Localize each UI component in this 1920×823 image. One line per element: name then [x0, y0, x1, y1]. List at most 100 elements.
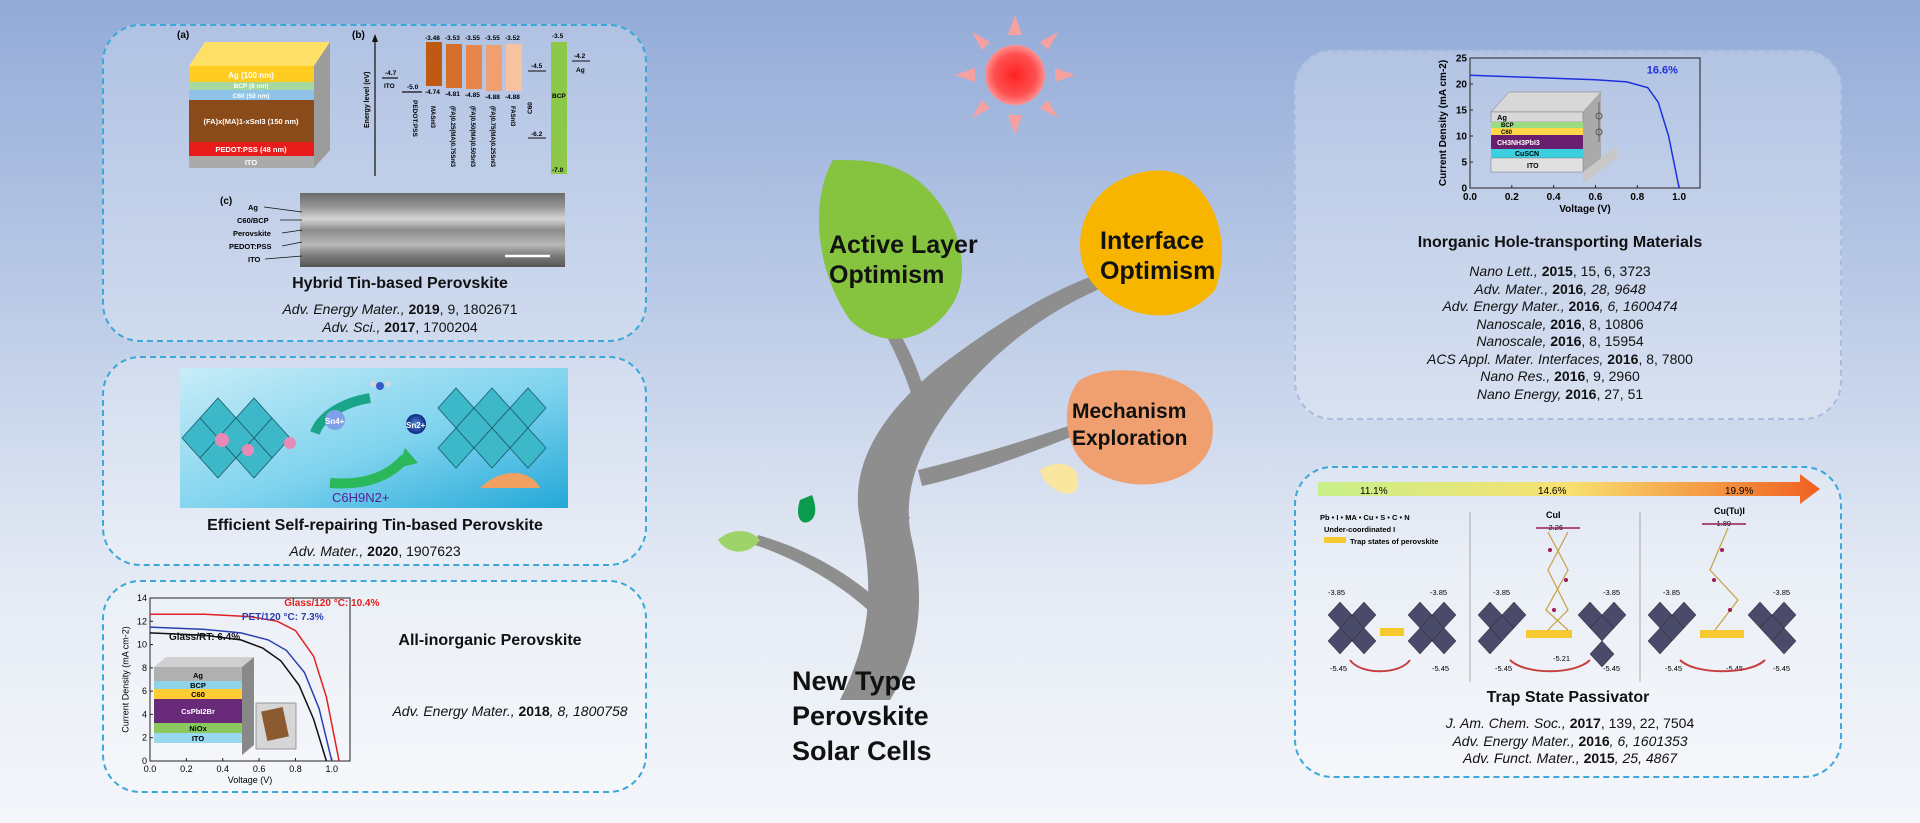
svg-text:-3.52: -3.52 — [505, 35, 520, 42]
y-tick-label: 0 — [1461, 183, 1467, 194]
svg-text:Perovskite: Perovskite — [233, 229, 271, 238]
svg-text:Ag: Ag — [193, 671, 203, 680]
sem-image — [300, 193, 565, 267]
svg-text:-3.85: -3.85 — [1430, 588, 1447, 597]
bar-masni3 — [426, 42, 442, 86]
svg-text:-3.85: -3.85 — [1493, 588, 1510, 597]
svg-text:-4.85: -4.85 — [465, 92, 480, 99]
svg-text:ITO: ITO — [248, 255, 261, 264]
label-b: (b) — [352, 30, 365, 41]
layer-ito — [1490, 157, 1584, 173]
leaf-mechanism — [1066, 370, 1213, 485]
x-axis-label: Voltage (V) — [228, 775, 273, 785]
plot-frame — [149, 597, 351, 762]
svg-text:BCP (8 nm): BCP (8 nm) — [234, 83, 269, 90]
svg-text:PEDOT:PSS (48 nm): PEDOT:PSS (48 nm) — [215, 145, 287, 154]
svg-text:ITO: ITO — [1527, 163, 1539, 170]
x-tick-label: 1.0 — [1672, 192, 1686, 203]
ref-item: Nanoscale, 2016, 8, 15954 — [1476, 333, 1644, 349]
x-tick-label: 0.0 — [144, 764, 157, 774]
panel-selfrepair-refs: Adv. Mater., 2020, 1907623 — [230, 543, 520, 561]
plot-frame — [1469, 57, 1701, 189]
svg-text:-4.81: -4.81 — [445, 91, 460, 98]
layer-pedot — [189, 142, 314, 156]
layer-niox — [154, 723, 242, 733]
tree-branch — [918, 420, 1088, 486]
bar-fa050 — [466, 45, 482, 89]
ref-item: Adv. Energy Mater., 2016, 6, 1601353 — [1452, 732, 1688, 749]
layer-ito — [189, 156, 314, 168]
x-tick-label: 0.8 — [1630, 192, 1644, 203]
svg-text:-4.7: -4.7 — [385, 70, 397, 77]
leaf-small-green — [797, 495, 816, 523]
svg-text:11.1%: 11.1% — [1360, 486, 1388, 497]
trap-state-figure: 11.1% 14.6% 19.9% Pb • I • MA • Cu • S •… — [1318, 474, 1820, 682]
ref-item: Nano Energy, 2016, 27, 51 — [1476, 385, 1644, 402]
self-repair-illustration: Sn4+ Sn2+ C6H9N2+ — [180, 368, 568, 508]
hybrid-device-stack: (a) Ag (100 nm) BCP (8 nm) C60 (50 nm) (… — [177, 30, 330, 168]
svg-text:-5.45: -5.45 — [1665, 664, 1682, 673]
leaf-small-yellow — [1040, 463, 1079, 494]
sem-cross-section: (c) Ag C60/BCP Perovskite PEDOT:PSS ITO — [220, 193, 565, 267]
svg-text:14.6%: 14.6% — [1538, 486, 1566, 497]
panel-inorganic-title: All-inorganic Perovskite — [398, 632, 582, 649]
leaf-interface-label: Interface Optimism — [1100, 227, 1216, 285]
leaf-interface — [1080, 170, 1222, 316]
panel-hybrid-refs: Adv. Energy Mater., 2019, 9, 1802671 Adv… — [250, 301, 550, 336]
y-tick-label: 25 — [1456, 53, 1468, 64]
svg-text:BCP: BCP — [190, 681, 206, 690]
y-axis-label: Current Density (mA cm-2) — [120, 626, 130, 733]
svg-text:-5.45: -5.45 — [1495, 664, 1512, 673]
series-line — [149, 626, 333, 762]
svg-text:-3.53: -3.53 — [445, 35, 460, 42]
layer-bcp — [154, 681, 242, 689]
svg-text:-7.0: -7.0 — [552, 167, 564, 174]
trap-legend-swatch — [1324, 537, 1346, 543]
y-tick-label: 15 — [1456, 105, 1468, 116]
svg-text:Sn2+: Sn2+ — [406, 421, 426, 430]
y-tick-label: 12 — [137, 616, 147, 626]
y-tick-label: 20 — [1456, 79, 1468, 90]
x-tick-label: 0.4 — [1547, 192, 1561, 203]
svg-text:Pb • I • MA • Cu • S • C • N: Pb • I • MA • Cu • S • C • N — [1320, 513, 1410, 522]
y-tick-label: 4 — [142, 709, 147, 719]
bar-bcp — [551, 42, 567, 174]
svg-text:CH3NH3PbI3: CH3NH3PbI3 — [1497, 140, 1540, 147]
svg-text:-5.0: -5.0 — [407, 84, 419, 91]
layer-ag — [189, 66, 314, 82]
svg-text:-3.85: -3.85 — [1603, 588, 1620, 597]
layer-c60 — [154, 689, 242, 699]
svg-text:C60: C60 — [1501, 130, 1513, 136]
svg-text:-5.45: -5.45 — [1432, 664, 1449, 673]
htm-device-stack: Ag BCP C60 CH3NH3PbI3 CuSCN ITO — [1490, 91, 1617, 184]
tree-trunk — [840, 270, 1116, 700]
layer-c60 — [1491, 128, 1583, 135]
ref-item: Adv. Energy Mater., 2018, 8, 1800758 — [392, 703, 628, 719]
svg-text:Ag: Ag — [576, 67, 585, 74]
series-data-label: Glass/RT: 6.4% — [169, 632, 240, 643]
y-tick-label: 2 — [142, 733, 147, 743]
y-tick-label: 10 — [137, 640, 147, 650]
x-tick-label: 0.6 — [1589, 192, 1603, 203]
svg-text:Energy level (eV): Energy level (eV) — [364, 72, 371, 128]
svg-text:C60: C60 — [191, 690, 205, 699]
series-line — [149, 632, 328, 762]
ref-item: Adv. Mater., 2020, 1907623 — [289, 543, 461, 559]
layer-bcp — [189, 82, 314, 90]
y-tick-label: 0 — [142, 756, 147, 766]
svg-text:C60 (50 nm): C60 (50 nm) — [233, 93, 270, 100]
layer-perovskite — [189, 100, 314, 142]
ref-item: Adv. Mater., 2016, 28, 9648 — [1474, 280, 1646, 297]
svg-text:C6H9N2+: C6H9N2+ — [332, 490, 389, 505]
svg-text:-5.45: -5.45 — [1603, 664, 1620, 673]
svg-text:-5.45: -5.45 — [1726, 664, 1743, 673]
svg-text:-3.48: -3.48 — [425, 35, 440, 42]
y-tick-label: 8 — [142, 663, 147, 673]
svg-text:-3.85: -3.85 — [1773, 588, 1790, 597]
svg-text:ITO: ITO — [192, 734, 205, 743]
svg-text:-3.55: -3.55 — [465, 35, 480, 42]
svg-text:NiOx: NiOx — [189, 724, 207, 733]
svg-text:-4.5: -4.5 — [531, 63, 543, 70]
svg-text:ITO: ITO — [384, 83, 395, 90]
layer-cuscn — [1491, 149, 1583, 158]
